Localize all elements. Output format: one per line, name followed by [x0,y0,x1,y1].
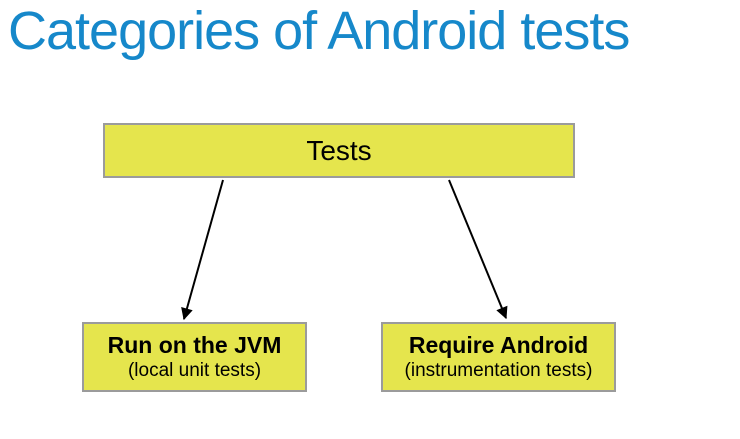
diagram-node-tests-label: Tests [306,134,372,166]
arrow-to-android-tests [448,179,508,320]
diagram-node-run-on-jvm: Run on the JVM (local unit tests) [82,322,307,392]
diagram-node-run-on-jvm-subheading: (local unit tests) [127,359,262,381]
diagram-node-run-on-jvm-heading: Run on the JVM [107,331,282,358]
diagram-node-tests: Tests [103,123,575,178]
arrow-to-jvm-tests [181,179,224,321]
diagram-node-require-android: Require Android (instrumentation tests) [381,322,616,392]
diagram-node-require-android-heading: Require Android [408,331,589,358]
slide-title: Categories of Android tests [8,1,630,61]
diagram-node-require-android-subheading: (instrumentation tests) [404,359,593,381]
